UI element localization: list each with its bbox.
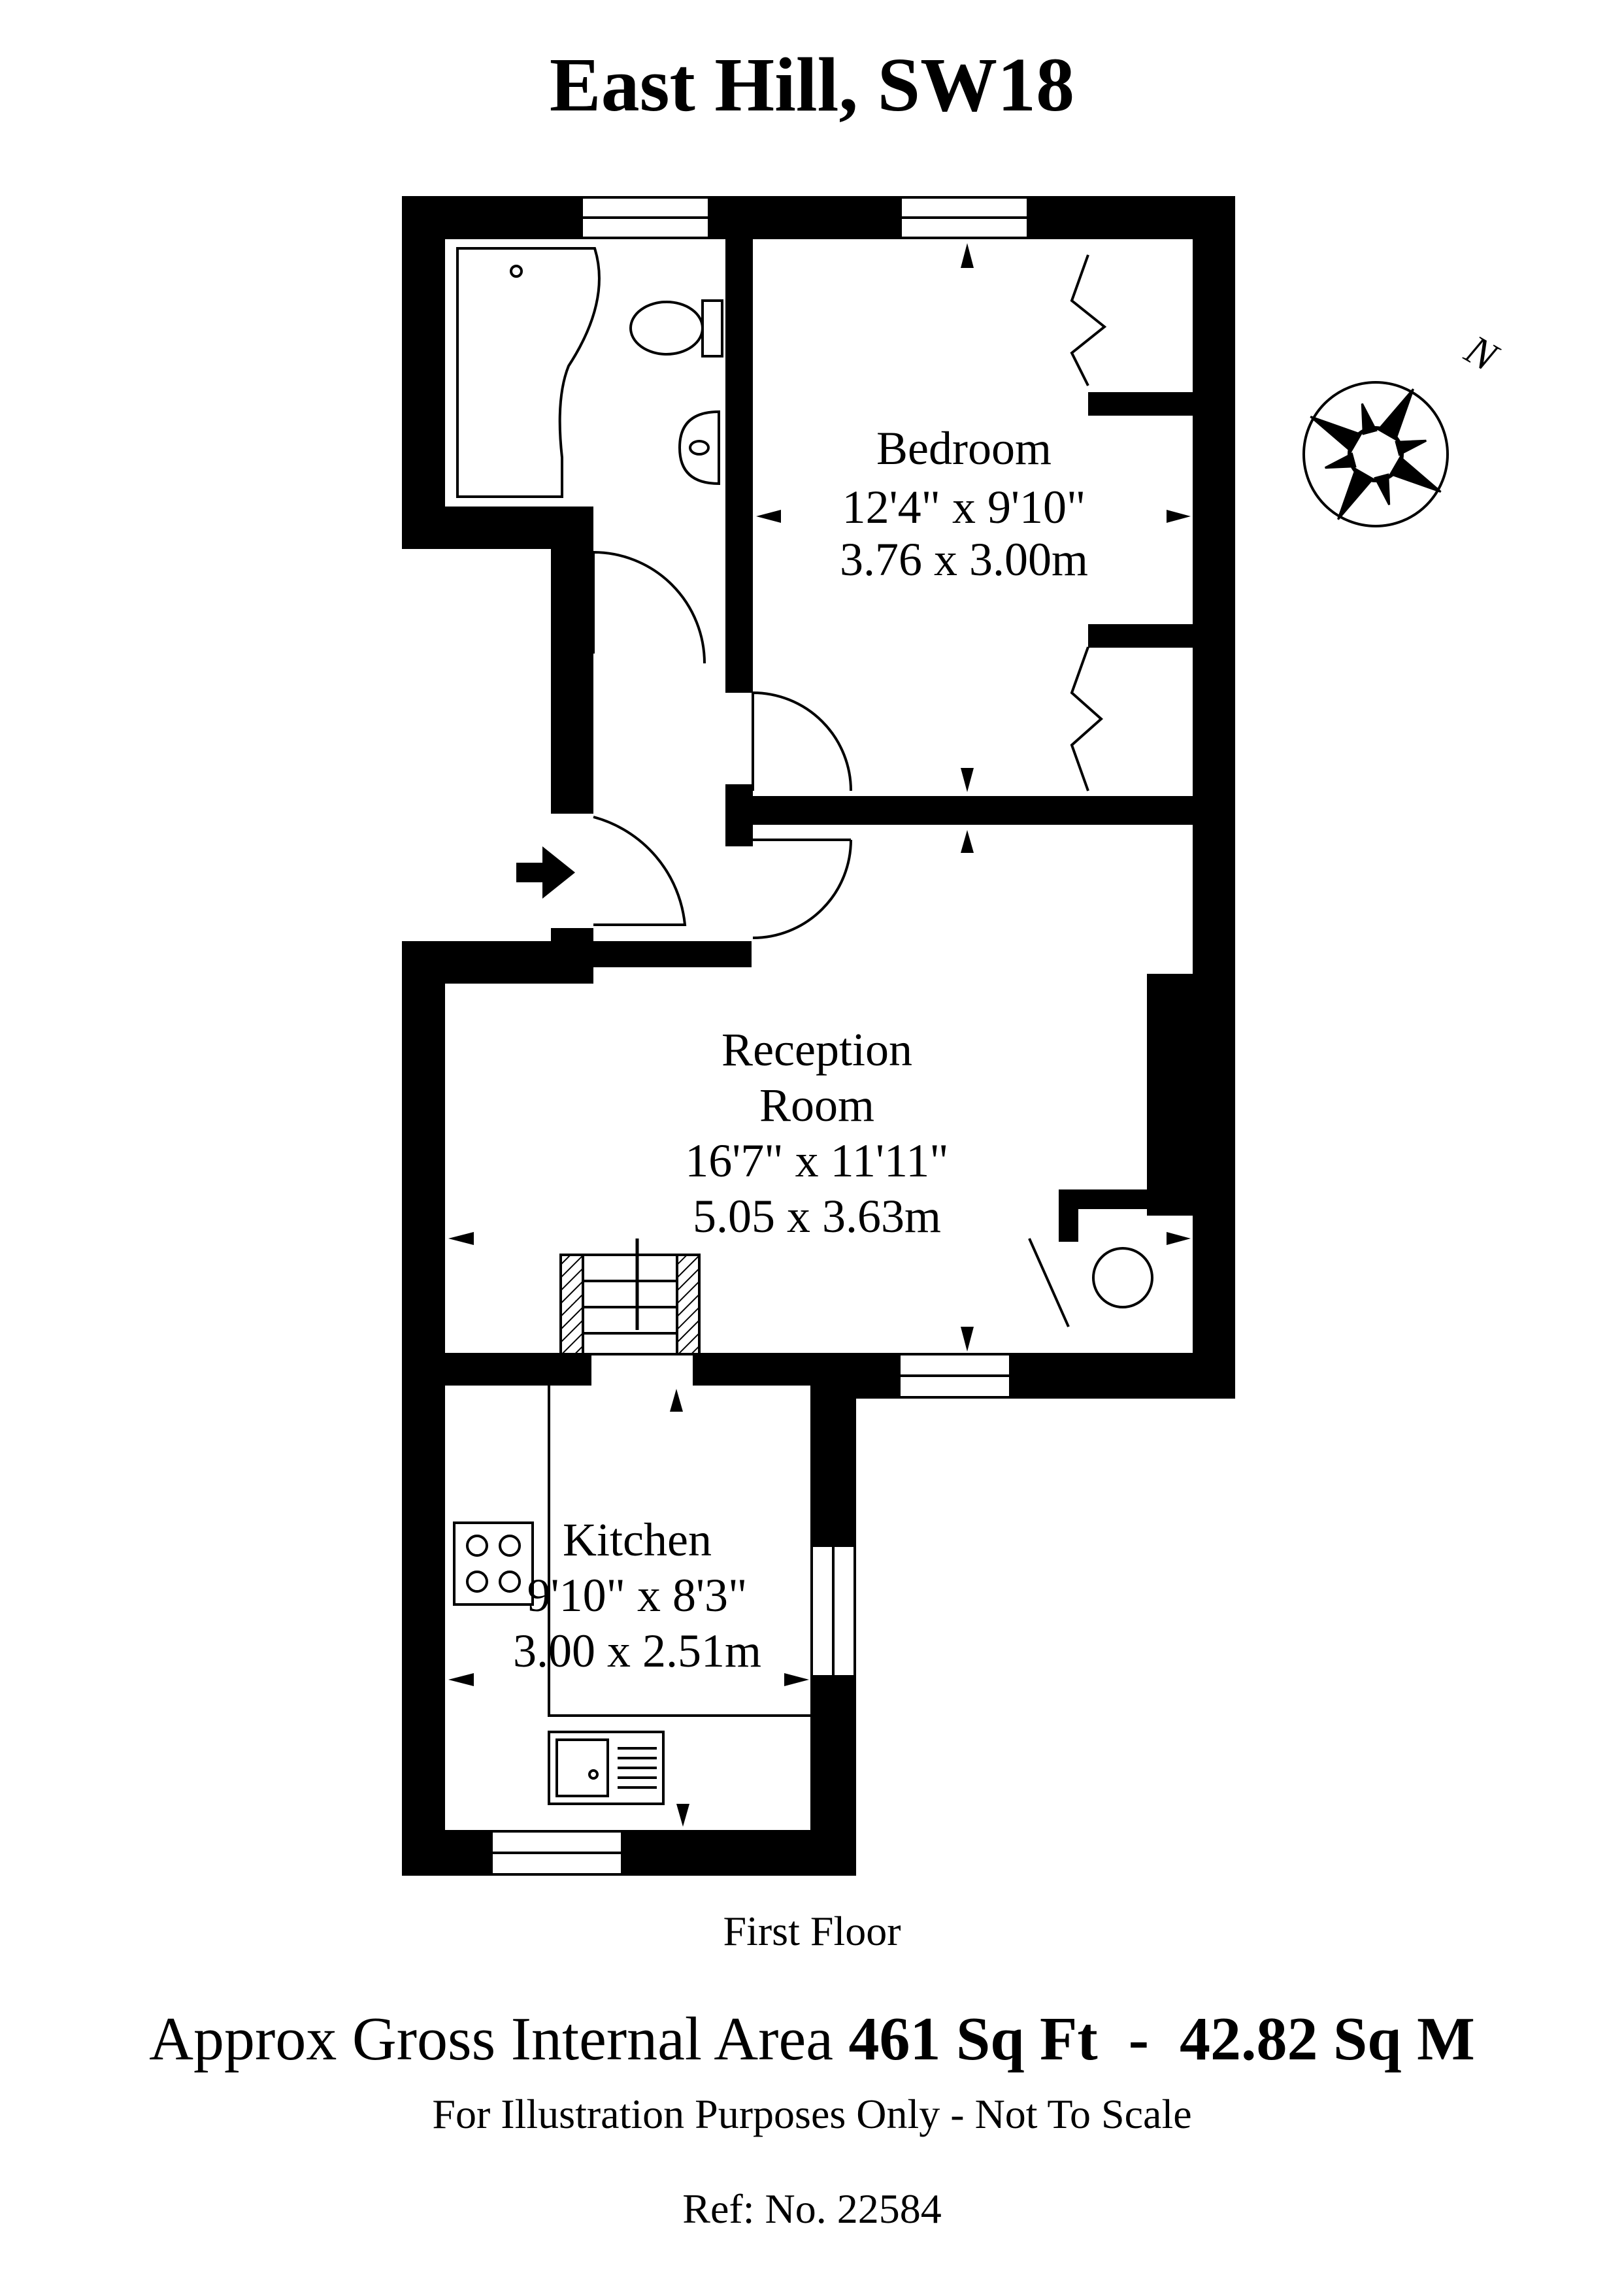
- fixtures: [453, 247, 1153, 1805]
- reception-imperial: 16'7" x 11'11": [685, 1135, 948, 1187]
- bedroom-name: Bedroom: [876, 422, 1052, 474]
- dimension-arrows: [448, 243, 1191, 1827]
- gross-internal-area: Approx Gross Internal Area 461 Sq Ft - 4…: [0, 2003, 1624, 2075]
- compass-rose-icon: N: [1302, 325, 1507, 527]
- wall-left-bath: [402, 196, 445, 549]
- area-sqft: 461 Sq Ft: [848, 2005, 1098, 2073]
- reception-metric: 5.05 x 3.63m: [693, 1190, 941, 1242]
- bedroom-metric: 3.76 x 3.00m: [840, 533, 1088, 586]
- room-labels: Bedroom 12'4" x 9'10" 3.76 x 3.00m Recep…: [513, 422, 1088, 1677]
- area-prefix: Approx Gross Internal Area: [149, 2005, 849, 2073]
- plan-title: East Hill, SW18: [549, 42, 1075, 127]
- kitchen-name: Kitchen: [563, 1514, 712, 1566]
- wall-hall-stub: [725, 784, 753, 846]
- chimney-side: [1059, 1189, 1078, 1242]
- door-bathroom: [592, 551, 706, 664]
- wall-reception-left: [402, 941, 445, 1876]
- compass-north-label: N: [1457, 325, 1507, 381]
- wall-bed-reception: [745, 796, 1235, 825]
- wall-reception-top2: [582, 941, 752, 967]
- area-separator: -: [1097, 2005, 1180, 2073]
- wardrobe-wall-top: [1088, 392, 1193, 416]
- chimney-breast: [1147, 974, 1235, 1216]
- door-reception: [752, 839, 852, 939]
- door-cupboard: [1028, 1238, 1070, 1327]
- disclaimer: For Illustration Purposes Only - Not To …: [432, 2091, 1192, 2137]
- hot-water-cylinder: [1092, 1247, 1153, 1308]
- chimney-cupboard: [1059, 1189, 1235, 1209]
- wardrobe-doors-bottom: [1070, 646, 1104, 791]
- wall-kitchen-bottom: [402, 1830, 856, 1876]
- wall-reception-kitchen: [402, 1353, 591, 1386]
- bath: [456, 247, 601, 498]
- area-sqm: 42.82 Sq M: [1180, 2005, 1475, 2073]
- toilet-cistern: [701, 299, 723, 357]
- reception-name-line2: Room: [759, 1079, 874, 1131]
- reference-number: Ref: No. 22584: [682, 2186, 942, 2232]
- worktop: [548, 1386, 810, 1717]
- wardrobe-doors-top: [1070, 254, 1107, 386]
- door-bedroom: [752, 691, 852, 791]
- wall-bath-bedroom: [725, 196, 753, 693]
- reception-name-line1: Reception: [721, 1023, 912, 1076]
- windows: [490, 196, 1029, 1876]
- wall-top: [402, 196, 1235, 239]
- entrance-arrow-icon: [516, 846, 575, 899]
- bedroom-imperial: 12'4" x 9'10": [842, 481, 1086, 533]
- door-entrance: [593, 816, 687, 926]
- walls: [402, 196, 1235, 1876]
- floor-label: First Floor: [723, 1908, 901, 1954]
- wall-hall-left: [551, 507, 593, 814]
- kitchen-metric: 3.00 x 2.51m: [513, 1625, 761, 1677]
- hob: [453, 1521, 534, 1606]
- doors: [592, 254, 1107, 1327]
- wardrobe-wall-bottom: [1088, 624, 1193, 648]
- toilet-bowl: [629, 301, 704, 356]
- kitchen-imperial: 9'10" x 8'3": [527, 1569, 748, 1621]
